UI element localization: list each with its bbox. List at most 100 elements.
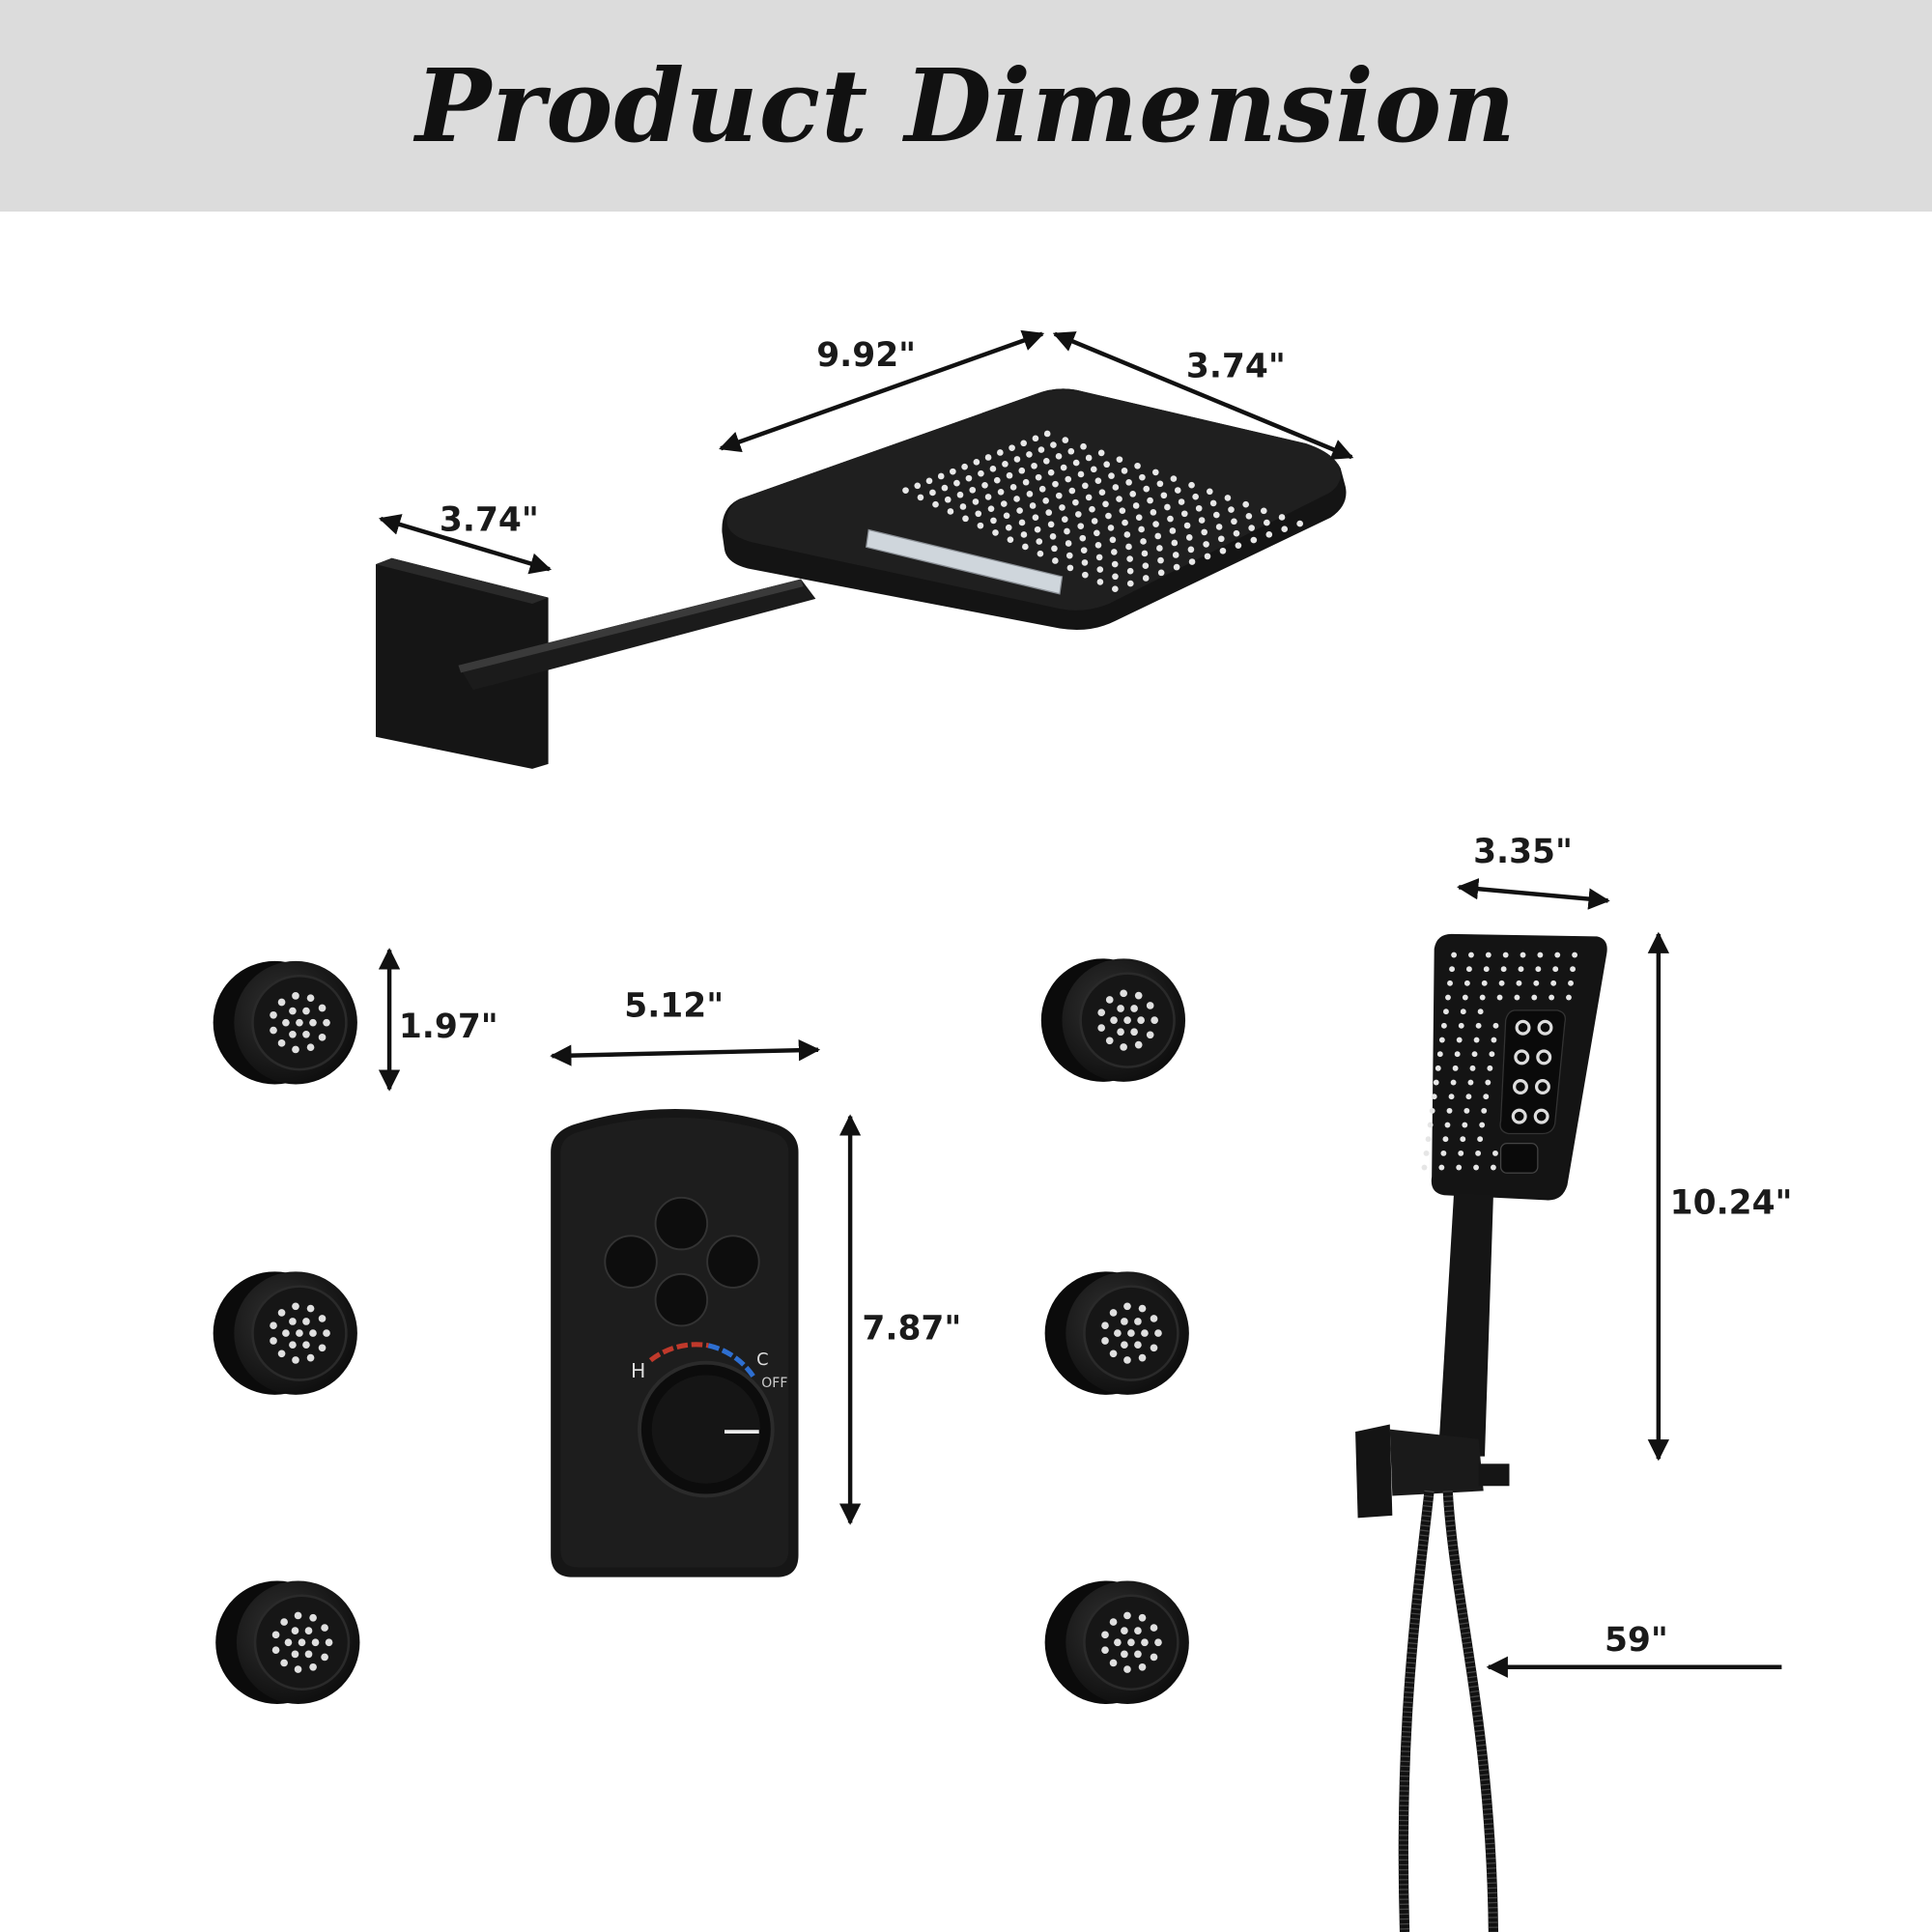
nozzle-dot — [1445, 994, 1451, 1001]
nozzle-dot — [1119, 507, 1126, 515]
nozzle-dot — [1085, 454, 1093, 462]
nozzle-dot — [953, 479, 960, 487]
nozzle-dot — [1043, 430, 1051, 438]
nozzle-dot — [1154, 532, 1162, 540]
nozzle-dot — [969, 486, 977, 494]
body-jet — [1044, 1271, 1189, 1395]
nozzle-dot — [1250, 536, 1258, 544]
nozzle-dot — [1049, 533, 1057, 540]
nozzle-dot — [1079, 534, 1087, 542]
nozzle-dot — [1469, 1065, 1476, 1071]
nozzle-dot — [1458, 1022, 1464, 1029]
jet-nozzle — [270, 1026, 277, 1035]
jet-nozzle — [1134, 1341, 1142, 1350]
jet-nozzle — [289, 1318, 297, 1325]
nozzle-dot — [1489, 1051, 1495, 1058]
nozzle-dot — [984, 454, 992, 461]
nozzle-dot — [1047, 469, 1055, 476]
nozzle-dot — [1438, 1037, 1445, 1043]
nozzle-dot — [1516, 980, 1522, 986]
nozzle-dot — [1094, 477, 1102, 485]
jet-nozzle — [1114, 1638, 1122, 1647]
nozzle-dot — [1000, 500, 1008, 507]
nozzle-dot — [1072, 498, 1079, 506]
nozzle-dot — [1209, 499, 1217, 507]
nozzle-dot — [1173, 563, 1180, 571]
nozzle-dot — [1111, 560, 1119, 568]
jet-nozzle — [1150, 1653, 1158, 1662]
nozzle-dot — [1536, 1049, 1552, 1065]
nozzle-dot — [1089, 505, 1095, 513]
jet-nozzle — [1105, 1037, 1114, 1045]
nozzle-dot — [1425, 1136, 1432, 1143]
nozzle-dot — [1042, 457, 1050, 465]
nozzle-dot — [1264, 519, 1270, 526]
label-hose-length: 59" — [1605, 1621, 1668, 1660]
nozzle-dot — [1248, 525, 1255, 531]
nozzle-dot — [1050, 441, 1057, 448]
nozzle-dot — [1456, 1164, 1463, 1171]
nozzle-dot — [1034, 526, 1041, 533]
body-jet — [1044, 1580, 1189, 1705]
nozzle-dot — [1090, 466, 1097, 473]
nozzle-dot — [1473, 1164, 1479, 1171]
jet-nozzle — [1117, 1028, 1124, 1037]
nozzle-dot — [1031, 462, 1037, 469]
nozzle-dot — [1121, 468, 1128, 474]
nozzle-dot — [950, 468, 956, 475]
nozzle-dot — [1156, 480, 1164, 488]
nozzle-dot — [1047, 521, 1055, 528]
label-valve-height: 7.87" — [862, 1309, 961, 1348]
diverter-button-top — [654, 1196, 709, 1251]
nozzle-dot — [992, 529, 999, 536]
jet-nozzle — [318, 1344, 327, 1352]
nozzle-dot — [1009, 444, 1015, 451]
nozzle-dot — [1112, 484, 1120, 491]
nozzle-dot — [1018, 519, 1026, 526]
jet-nozzle — [292, 1045, 299, 1054]
page-title: Product Dimension — [415, 46, 1517, 165]
jet-nozzle — [291, 1627, 299, 1634]
nozzle-dot — [973, 459, 980, 466]
nozzle-dot — [1126, 555, 1133, 562]
cold-arc — [707, 1343, 756, 1379]
nozzle-dot — [1174, 487, 1181, 494]
nozzle-dot — [1442, 1136, 1449, 1143]
jet-nozzle — [1101, 1321, 1109, 1330]
nozzle-dot — [1169, 527, 1177, 534]
body-jet — [215, 1580, 360, 1705]
jet-nozzle — [1117, 1005, 1124, 1012]
nozzle-dot — [1055, 492, 1063, 499]
nozzle-dot — [1065, 540, 1072, 547]
nozzle-dot — [1490, 1164, 1496, 1171]
jet-nozzle — [309, 1329, 317, 1337]
jet-nozzle — [306, 1043, 315, 1052]
nozzle-dot — [1016, 507, 1023, 514]
nozzle-dot — [1052, 480, 1059, 488]
nozzle-dot — [1447, 980, 1453, 986]
jet-nozzle — [1146, 1002, 1154, 1009]
nozzle-dot — [1141, 550, 1149, 557]
nozzle-dot — [1022, 478, 1030, 486]
nozzle-dot — [1487, 1065, 1493, 1071]
nozzle-dot — [1013, 456, 1021, 463]
nozzle-dot — [1045, 509, 1053, 516]
arrow-wall-plate — [378, 514, 553, 575]
nozzle-dot — [975, 510, 982, 518]
nozzle-dot — [1552, 966, 1559, 973]
jet-nozzle — [1121, 1318, 1128, 1325]
nozzle-dot — [1151, 469, 1159, 476]
nozzle-dot — [1060, 464, 1067, 471]
nozzle-dot — [1125, 543, 1132, 551]
nozzle-dot — [1454, 1051, 1461, 1058]
nozzle-dot — [1055, 453, 1063, 460]
nozzle-dot — [1013, 496, 1020, 502]
nozzle-dot — [1022, 543, 1029, 551]
nozzle-dot — [989, 466, 997, 472]
nozzle-dot — [1035, 473, 1042, 481]
nozzle-dot — [1568, 980, 1574, 986]
jet-nozzle — [270, 1337, 277, 1345]
nozzle-dot — [1531, 994, 1538, 1001]
spray-mode-button — [1499, 1143, 1539, 1174]
